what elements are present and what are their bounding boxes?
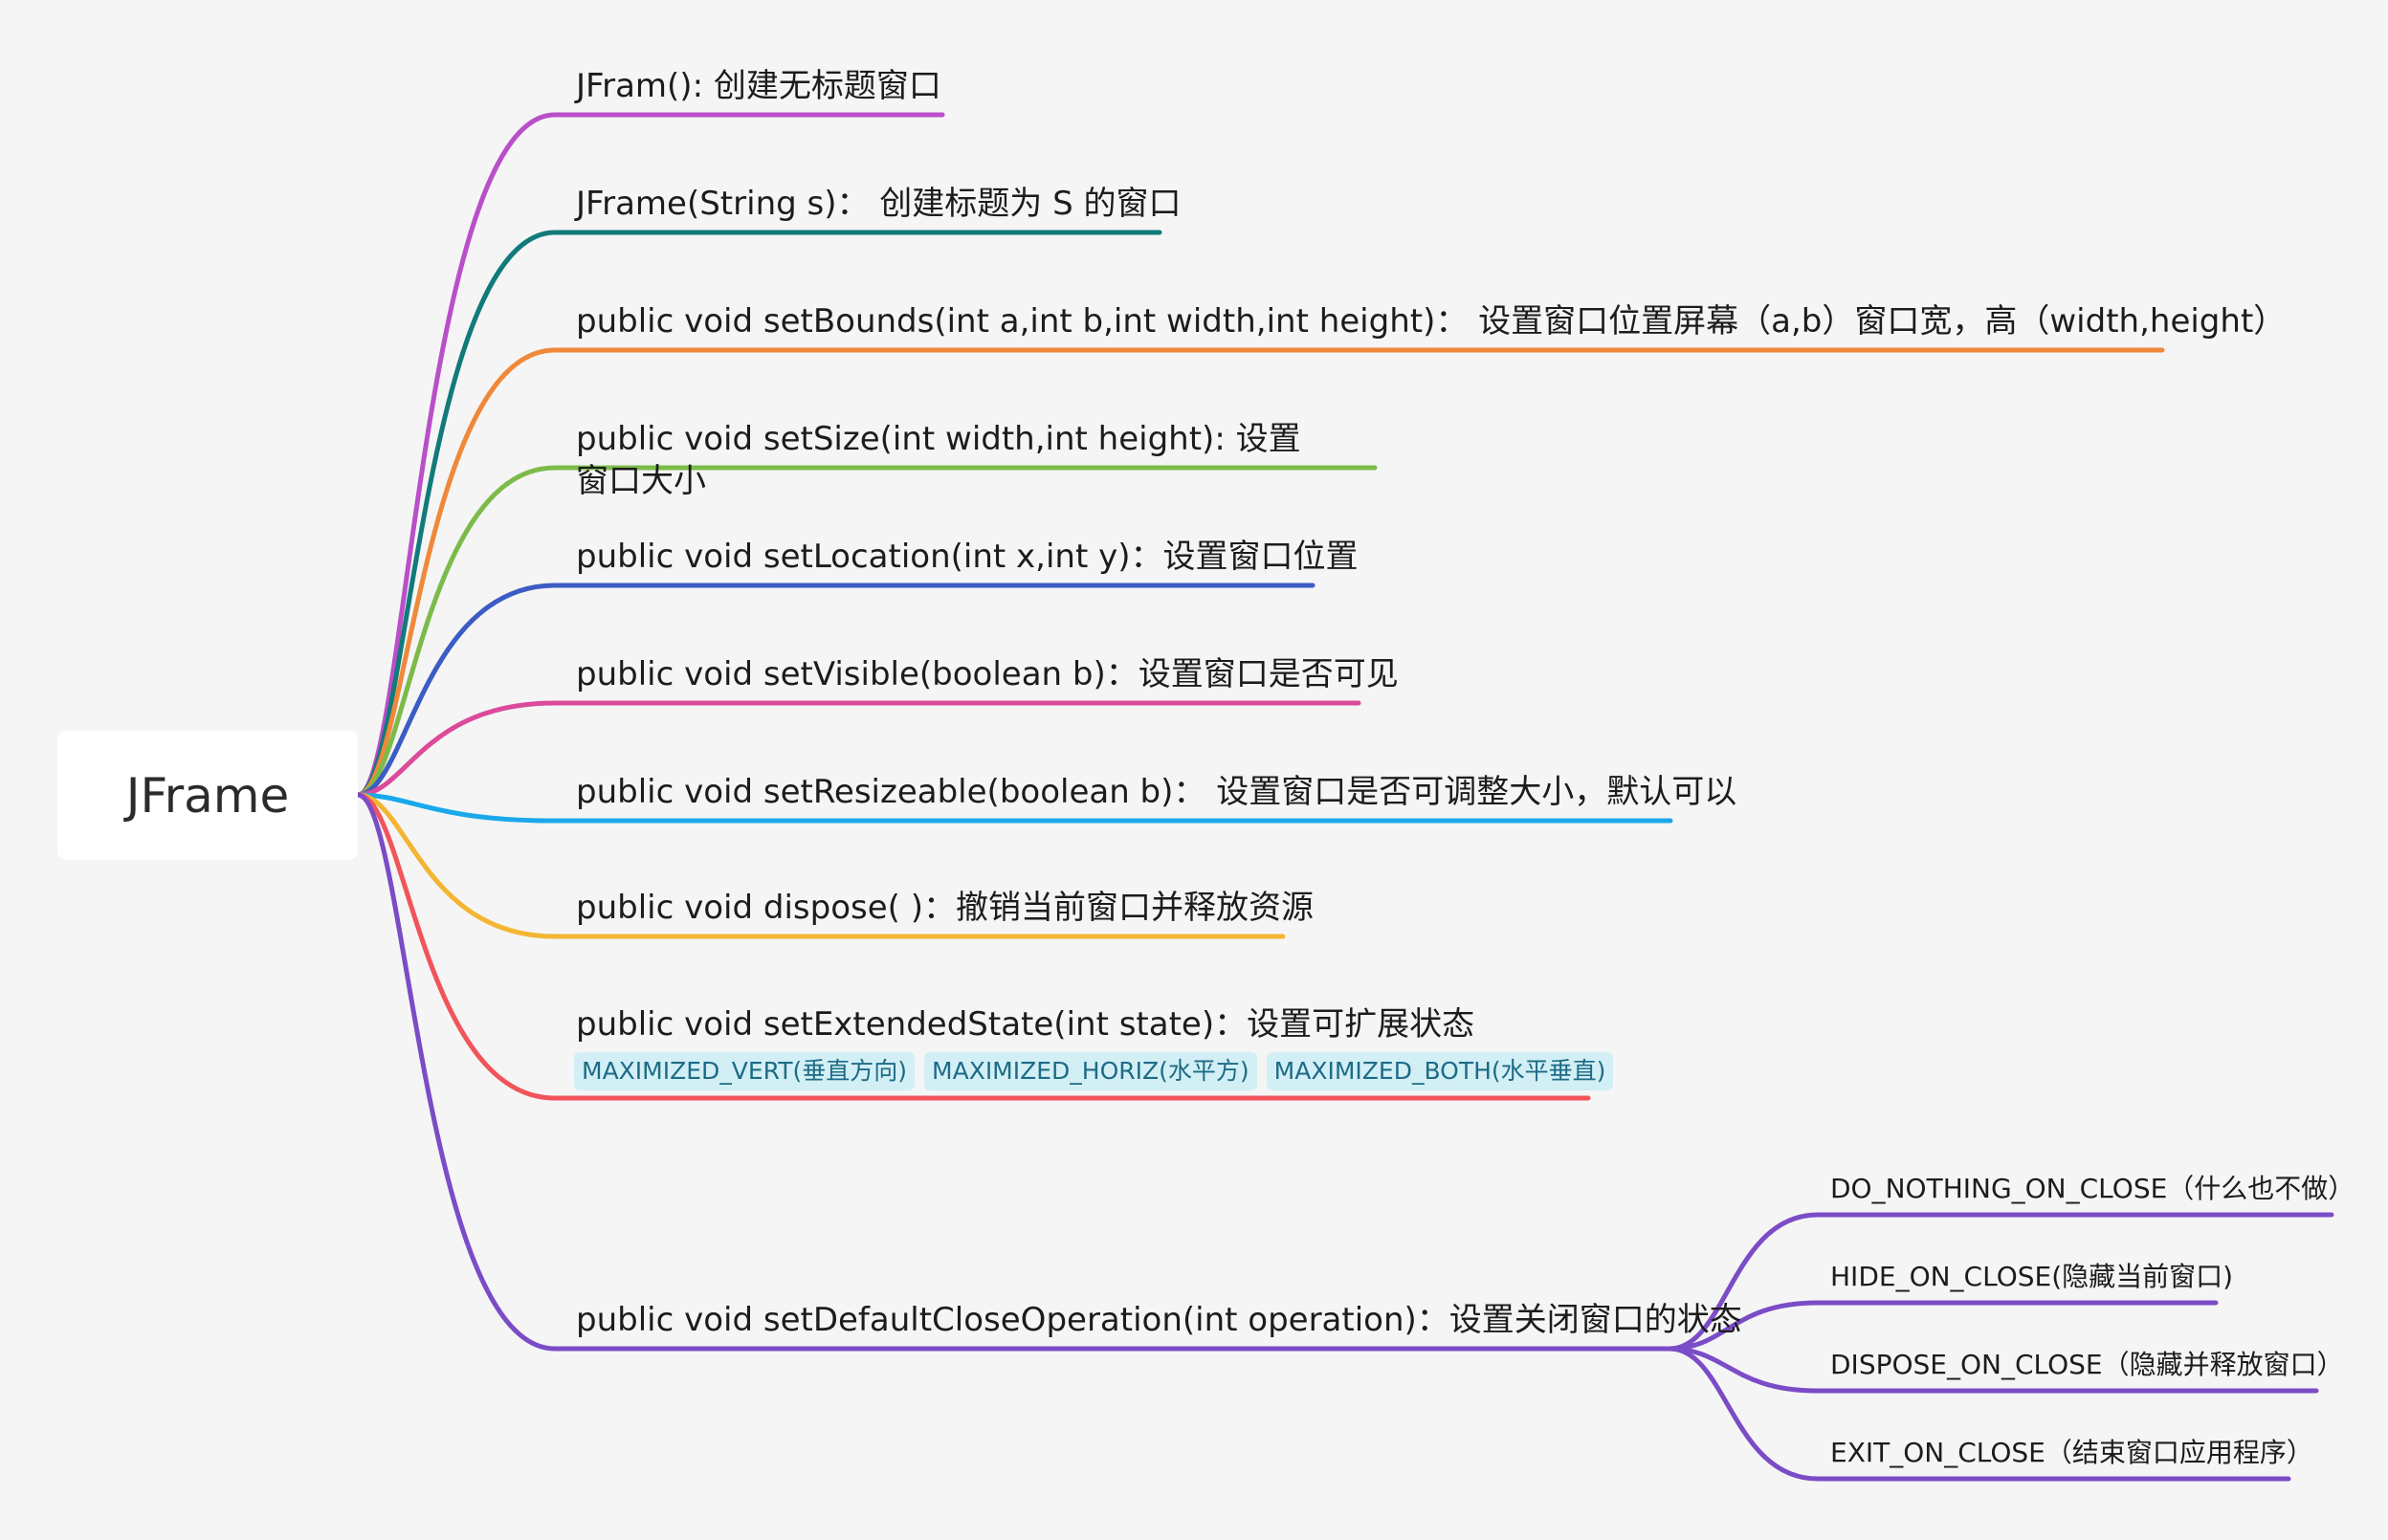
connector-b1: [355, 230, 1162, 798]
branch-jframe-string[interactable]: JFrame(String s)： 创建标题为 S 的窗口: [576, 185, 1182, 223]
connector-b6: [355, 792, 1673, 824]
child-exit-on-close[interactable]: EXIT_ON_CLOSE（结束窗口应用程序）: [1830, 1437, 2313, 1468]
tag-maximized-horiz: MAXIMIZED_HORIZ(水平方): [924, 1052, 1257, 1090]
extended-state-tags: MAXIMIZED_VERT(垂直方向) MAXIMIZED_HORIZ(水平方…: [574, 1052, 1614, 1090]
connector-c3: [1667, 1346, 2291, 1482]
branch-setsize[interactable]: public void setSize(int width,int height…: [576, 420, 1301, 500]
root-node[interactable]: JFrame: [57, 731, 358, 860]
branch-setextendedstate[interactable]: public void setExtendedState(int state)：…: [576, 1005, 1475, 1044]
branch-setbounds[interactable]: public void setBounds(int a,int b,int wi…: [576, 302, 2287, 341]
connector-b5: [355, 700, 1361, 798]
connector-c0: [1667, 1212, 2334, 1352]
connector-b7: [355, 792, 1286, 939]
tag-maximized-vert: MAXIMIZED_VERT(垂直方向): [574, 1052, 916, 1090]
connector-b2: [355, 347, 2165, 798]
connector-b3: [355, 465, 1378, 798]
branch-jframe-default[interactable]: JFram(): 创建无标题窗口: [576, 67, 941, 105]
connector-c1: [1667, 1300, 2219, 1352]
child-hide-on-close[interactable]: HIDE_ON_CLOSE(隐藏当前窗口): [1830, 1261, 2234, 1292]
root-label: JFrame: [125, 767, 290, 824]
branch-setresizeable[interactable]: public void setResizeable(boolean b)： 设置…: [576, 773, 1737, 811]
branch-dispose[interactable]: public void dispose( )：撤销当前窗口并释放资源: [576, 889, 1314, 927]
branch-setvisible[interactable]: public void setVisible(boolean b)：设置窗口是否…: [576, 655, 1399, 693]
branch-setdefaultcloseoperation[interactable]: public void setDefaultCloseOperation(int…: [576, 1301, 1742, 1339]
connector-b9: [355, 792, 1672, 1352]
tag-maximized-both: MAXIMIZED_BOTH(水平垂直): [1266, 1052, 1614, 1090]
child-do-nothing-on-close[interactable]: DO_NOTHING_ON_CLOSE（什么也不做）: [1830, 1173, 2355, 1204]
connector-c2: [1667, 1346, 2319, 1394]
branch-setlocation[interactable]: public void setLocation(int x,int y)：设置窗…: [576, 538, 1359, 576]
child-dispose-on-close[interactable]: DISPOSE_ON_CLOSE（隐藏并释放窗口）: [1830, 1349, 2344, 1380]
connector-b8: [355, 792, 1591, 1101]
connector-b4: [355, 583, 1316, 798]
